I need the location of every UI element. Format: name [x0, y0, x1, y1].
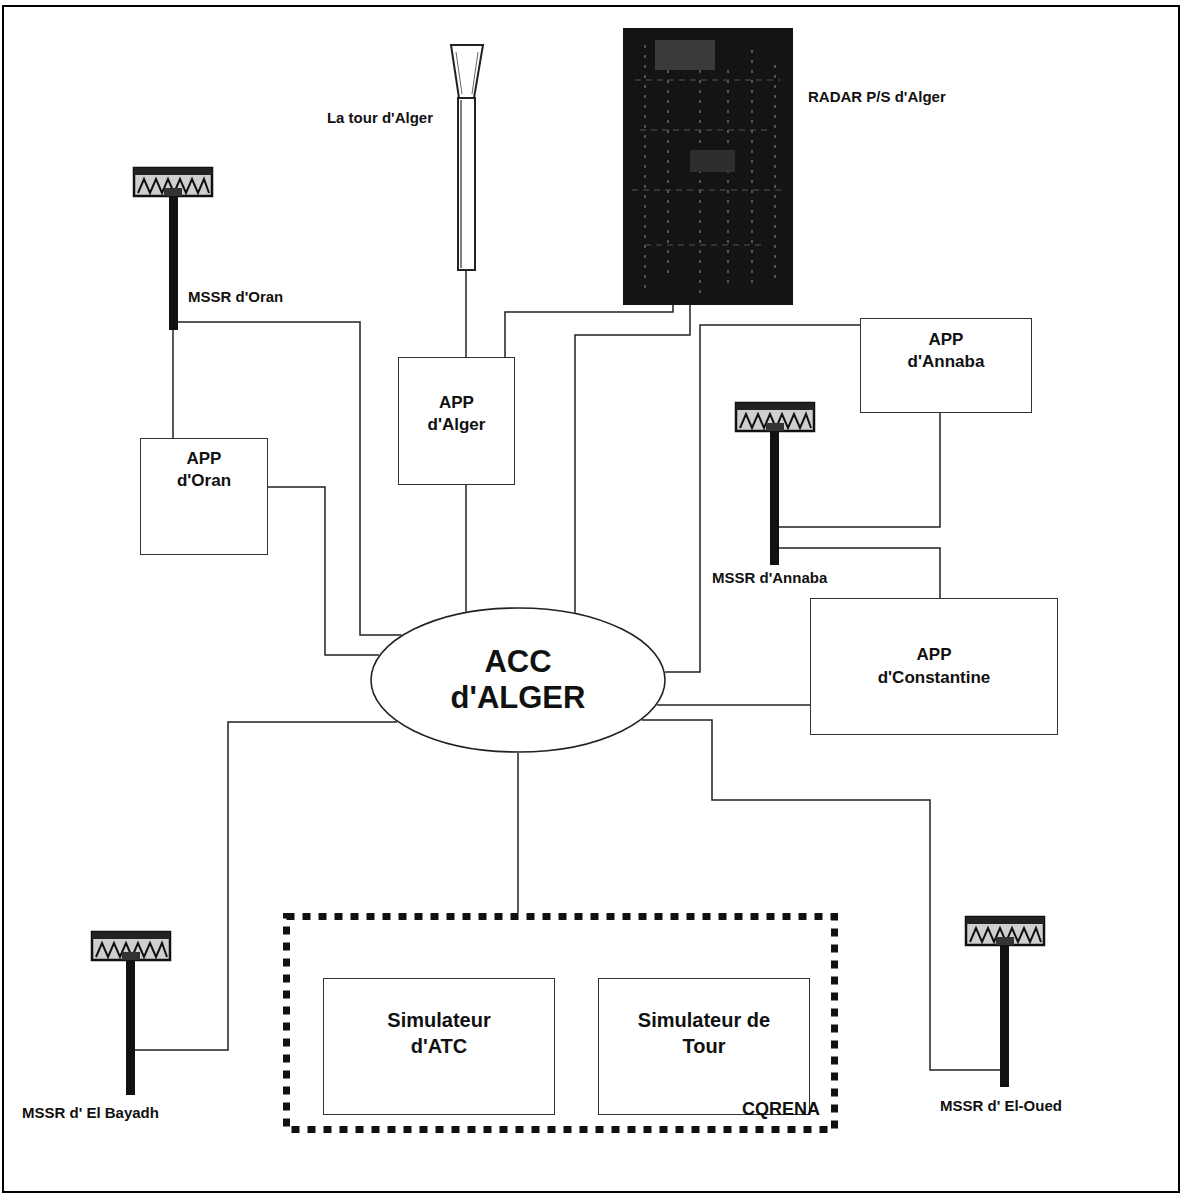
connector-line	[575, 305, 690, 613]
antenna-icon: MSSR d'Oran	[169, 168, 178, 330]
connector-line	[779, 413, 940, 527]
training-center-group: CQRENA Simulateur d'ATC Simulateur de Tour	[283, 913, 838, 1133]
node-label: APP d'Alger	[428, 392, 486, 436]
node-label: APP d'Annaba	[908, 329, 985, 373]
node-label: Simulateur de Tour	[629, 1007, 779, 1059]
approach-box: APP d'Oran	[140, 438, 268, 555]
node-label: Simulateur d'ATC	[387, 1007, 490, 1059]
equipment-label: MSSR d'Annaba	[712, 569, 827, 587]
tower-icon: La tour d'Alger	[456, 45, 477, 270]
equipment-label: MSSR d' El Bayadh	[22, 1104, 159, 1122]
node-label: ACC d'ALGER	[451, 644, 586, 715]
connector-line	[465, 270, 467, 357]
radar-icon: RADAR P/S d'Alger	[623, 28, 793, 305]
equipment-label: MSSR d' El-Oued	[940, 1097, 1062, 1115]
connector-line	[172, 330, 174, 438]
tower-drawing	[451, 45, 483, 270]
equipment-label: La tour d'Alger	[327, 109, 433, 127]
simulator-box: Simulateur de Tour	[598, 978, 810, 1115]
connector-line	[465, 485, 467, 612]
approach-box: APP d'Annaba	[860, 318, 1032, 413]
antenna-icon: MSSR d' El Bayadh	[126, 932, 135, 1095]
connector-line	[505, 305, 673, 357]
equipment-label: MSSR d'Oran	[188, 288, 283, 306]
group-label: CQRENA	[742, 1098, 820, 1121]
connector-line	[268, 487, 379, 655]
approach-box: APP d'Alger	[398, 357, 515, 485]
equipment-label: RADAR P/S d'Alger	[808, 88, 946, 106]
simulator-box: Simulateur d'ATC	[323, 978, 555, 1115]
radar-drawing	[623, 28, 793, 305]
connector-line	[517, 753, 519, 913]
node-label: APP d'Constantine	[878, 644, 991, 688]
control-center-ellipse: ACC d'ALGER	[370, 607, 666, 753]
antenna-icon: MSSR d'Annaba	[770, 403, 779, 565]
antenna-icon: MSSR d' El-Oued	[1000, 917, 1009, 1087]
approach-box: APP d'Constantine	[810, 598, 1058, 735]
connector-line	[657, 704, 810, 706]
node-label: APP d'Oran	[177, 448, 231, 492]
frame	[3, 6, 1179, 1192]
